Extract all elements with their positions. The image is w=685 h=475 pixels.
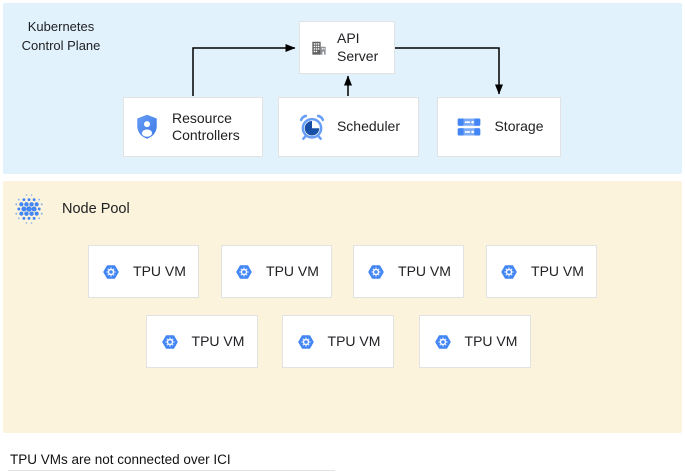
- tpu-vm-label: TPU VM: [398, 262, 451, 279]
- node-label-api-server: API Server: [337, 30, 379, 64]
- node-resource-controllers: Resource Controllers: [123, 97, 263, 157]
- node-label-resource-controllers: Resource Controllers: [172, 109, 240, 144]
- tpu-vm-box-4: TPU VM: [486, 245, 597, 298]
- node-pool-title: Node Pool: [62, 201, 130, 217]
- alarm-clock-icon: [297, 112, 327, 142]
- dot-cluster-icon: [12, 192, 46, 226]
- tpu-vm-label: TPU VM: [191, 332, 245, 349]
- building-icon: [309, 38, 329, 58]
- tpu-vm-box-5: TPU VM: [146, 315, 258, 368]
- tpu-vm-box-6: TPU VM: [282, 315, 394, 368]
- tpu-vm-box-1: TPU VM: [88, 245, 199, 298]
- tpu-vm-label: TPU VM: [531, 262, 584, 279]
- tpu-hexagon-icon: [433, 332, 453, 352]
- tpu-vm-box-3: TPU VM: [353, 245, 464, 298]
- tpu-vm-box-7: TPU VM: [419, 315, 531, 368]
- tpu-hexagon-icon: [160, 332, 180, 352]
- tpu-hexagon-icon: [101, 262, 121, 282]
- footnote-divider: [8, 470, 335, 471]
- footnote: TPU VMs are not connected over ICI: [10, 452, 231, 467]
- node-pool-region: Node Pool TPU VM: [3, 181, 682, 433]
- tpu-vm-label: TPU VM: [464, 332, 518, 349]
- tpu-vm-label: TPU VM: [133, 262, 186, 279]
- tpu-vm-label: TPU VM: [327, 332, 381, 349]
- tpu-vm-label: TPU VM: [266, 262, 319, 279]
- shield-user-icon: [132, 112, 162, 142]
- node-scheduler: Scheduler: [278, 97, 419, 157]
- tpu-hexagon-icon: [366, 262, 386, 282]
- control-plane-region: Kubernetes Control Plane API Serve: [3, 3, 682, 174]
- node-label-storage: Storage: [494, 118, 544, 135]
- tpu-hexagon-icon: [296, 332, 316, 352]
- tpu-vm-box-2: TPU VM: [221, 245, 332, 298]
- tpu-hexagon-icon: [499, 262, 519, 282]
- node-api-server: API Server: [299, 21, 395, 74]
- storage-stack-icon: [454, 112, 484, 142]
- tpu-hexagon-icon: [234, 262, 254, 282]
- node-storage: Storage: [437, 97, 561, 157]
- node-label-scheduler: Scheduler: [336, 118, 401, 135]
- control-plane-title: Kubernetes Control Plane: [21, 19, 101, 53]
